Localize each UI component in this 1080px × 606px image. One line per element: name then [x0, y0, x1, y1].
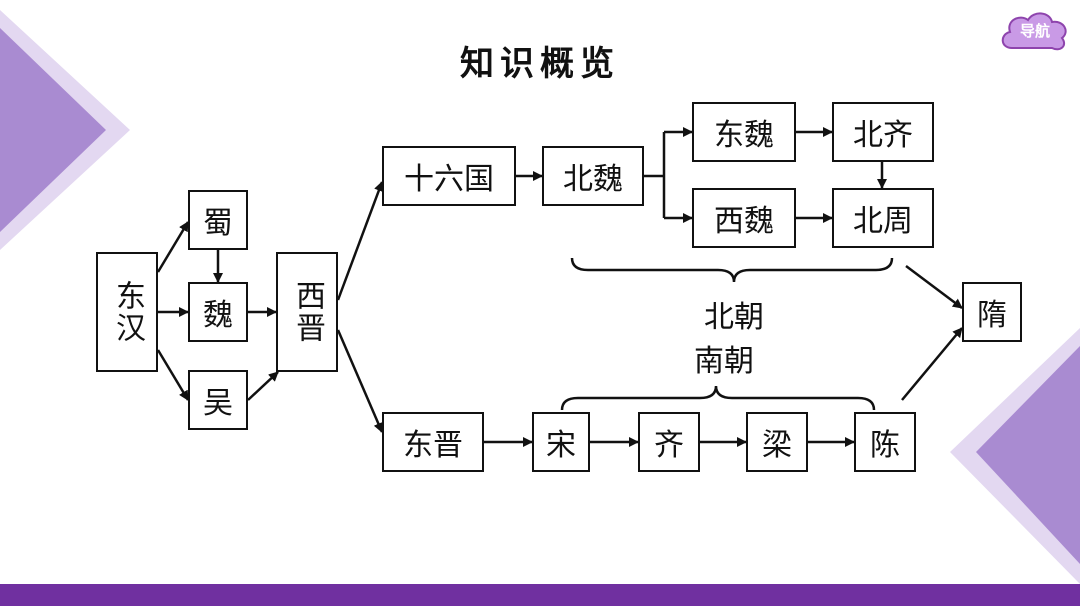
node-wu: 吴	[188, 370, 248, 430]
node-qi: 齐	[638, 412, 700, 472]
node-beiwei: 北魏	[542, 146, 644, 206]
node-shu: 蜀	[188, 190, 248, 250]
nav-button-label: 导航	[1019, 22, 1050, 40]
brace-nanchao	[560, 385, 876, 411]
node-xijin: 西晋	[276, 252, 338, 372]
arrow-donghan-shu	[156, 221, 190, 273]
node-xiwei: 西魏	[692, 188, 796, 248]
arrow-wu-xijin	[247, 371, 279, 401]
bottom-accent-bar	[0, 584, 1080, 606]
node-chen: 陈	[854, 412, 916, 472]
arrow-chen-sui	[901, 327, 963, 401]
arrow-donghan-wu	[156, 349, 190, 401]
node-beizhou: 北周	[832, 188, 934, 248]
brace-beichao	[570, 257, 894, 283]
page-title: 知识概览	[460, 44, 620, 84]
node-wei: 魏	[188, 282, 248, 342]
nav-button[interactable]: 导航	[998, 8, 1072, 54]
node-liang: 梁	[746, 412, 808, 472]
node-sui: 隋	[962, 282, 1022, 342]
cloud-icon	[1001, 12, 1067, 51]
label-beichao: 北朝	[704, 300, 764, 335]
arrow-xijin-shiliuguo	[336, 181, 384, 301]
node-beiqi: 北齐	[832, 102, 934, 162]
node-donghan: 东汉	[96, 252, 158, 372]
label-nanchao: 南朝	[694, 344, 754, 379]
arrow-xijin-dongjin	[336, 329, 384, 433]
node-dongwei: 东魏	[692, 102, 796, 162]
arrow-beichao-sui	[905, 265, 963, 309]
node-shiliuguo: 十六国	[382, 146, 516, 206]
node-song: 宋	[532, 412, 590, 472]
node-dongjin: 东晋	[382, 412, 484, 472]
